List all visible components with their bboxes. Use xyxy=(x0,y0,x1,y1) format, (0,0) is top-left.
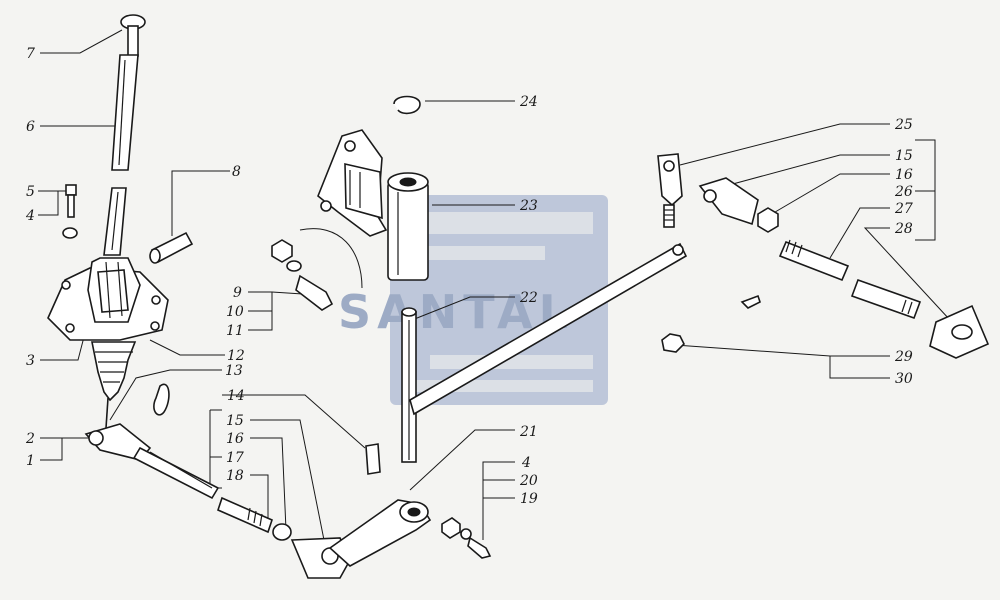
callout-22: 22 xyxy=(519,290,538,306)
callout-14: 14 xyxy=(227,388,245,404)
callout-1: 1 xyxy=(26,453,35,469)
leader-lines xyxy=(38,29,951,546)
callout-11: 11 xyxy=(226,323,244,339)
callout-24: 24 xyxy=(519,94,538,110)
callout-18: 18 xyxy=(226,468,244,484)
callout-21: 21 xyxy=(519,424,538,440)
callout-19: 19 xyxy=(520,491,538,507)
callout-29: 29 xyxy=(894,349,913,365)
callout-2: 2 xyxy=(25,431,35,447)
callout-10: 10 xyxy=(226,304,244,320)
callout-4: 4 xyxy=(25,208,35,224)
callout-16-right: 16 xyxy=(895,167,913,183)
right-rod-assembly xyxy=(657,153,990,359)
callout-28: 28 xyxy=(894,221,913,237)
shift-lever-assembly xyxy=(47,14,351,579)
callout-20: 20 xyxy=(519,473,538,489)
callout-8: 8 xyxy=(232,164,241,180)
callout-7: 7 xyxy=(26,46,35,62)
callout-17: 17 xyxy=(226,450,244,466)
bracket-shaft-assembly xyxy=(271,95,688,475)
callout-4-right: 4 xyxy=(521,455,531,471)
callout-27: 27 xyxy=(894,201,913,217)
callout-15-right: 15 xyxy=(895,148,913,164)
callout-12: 12 xyxy=(227,348,245,364)
callout-9: 9 xyxy=(233,285,242,301)
lower-lever-assembly xyxy=(328,499,492,567)
callout-15-left: 15 xyxy=(226,413,244,429)
callout-23: 23 xyxy=(519,198,538,214)
callout-6: 6 xyxy=(26,119,35,135)
callout-16-left: 16 xyxy=(226,431,244,447)
callout-26: 26 xyxy=(894,184,913,200)
callout-30: 30 xyxy=(895,371,913,387)
callout-25: 25 xyxy=(894,117,913,133)
callout-5: 5 xyxy=(26,184,35,200)
callout-labels: 7 6 5 4 3 2 1 8 9 10 11 12 13 14 15 16 1… xyxy=(25,46,913,507)
watermark-block xyxy=(390,195,608,405)
callout-3: 3 xyxy=(26,353,35,369)
callout-13: 13 xyxy=(225,363,243,379)
